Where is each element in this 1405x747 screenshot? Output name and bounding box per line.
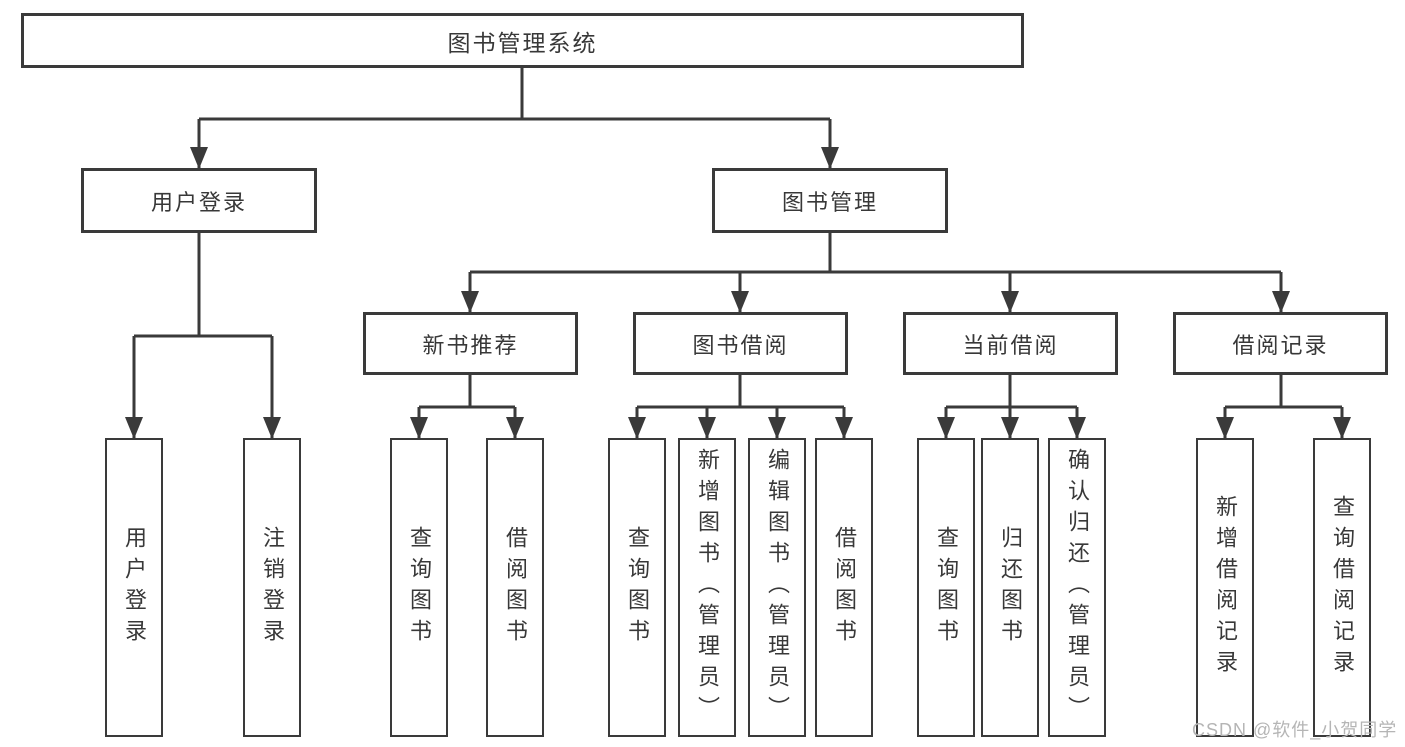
connector-arrows xyxy=(125,119,1351,439)
node-label: 用户登录 xyxy=(150,189,247,215)
node-book-management: 图书管理 xyxy=(712,168,948,233)
leaf-cb-return-books: 归还图书 xyxy=(981,438,1039,737)
leaf-cb-confirm-return-admin: 确认归还（管理员） xyxy=(1048,438,1106,737)
node-label: 用户登录 xyxy=(122,525,147,650)
node-label: 图书管理 xyxy=(781,189,878,215)
node-borrowing-records: 借阅记录 xyxy=(1173,312,1388,375)
node-label: 查询图书 xyxy=(934,525,959,650)
leaf-nbr-borrow-books: 借阅图书 xyxy=(486,438,544,737)
node-label: 图书借阅 xyxy=(692,332,789,358)
node-current-borrowing: 当前借阅 xyxy=(903,312,1118,375)
leaf-logout: 注销登录 xyxy=(243,438,301,737)
node-label: 当前借阅 xyxy=(962,332,1059,358)
node-label: 确认归还（管理员） xyxy=(1065,448,1090,727)
node-label: 新增图书（管理员） xyxy=(695,448,720,727)
leaf-cb-query-books: 查询图书 xyxy=(917,438,975,737)
csdn-watermark: CSDN @软件_小贺同学 xyxy=(1192,720,1398,740)
node-label: 新增借阅记录 xyxy=(1213,494,1238,681)
node-label: 查询借阅记录 xyxy=(1330,494,1355,681)
node-user-login: 用户登录 xyxy=(81,168,317,233)
node-label: 借阅图书 xyxy=(503,525,528,650)
node-label: 注销登录 xyxy=(260,525,285,650)
node-label: 借阅图书 xyxy=(832,525,857,650)
leaf-bb-add-books-admin: 新增图书（管理员） xyxy=(678,438,736,737)
node-new-book-recommend: 新书推荐 xyxy=(363,312,578,375)
node-label: 归还图书 xyxy=(998,525,1023,650)
node-label: 图书管理系统 xyxy=(447,29,598,56)
leaf-user-login: 用户登录 xyxy=(105,438,163,737)
node-label: 借阅记录 xyxy=(1232,332,1329,358)
node-book-borrowing: 图书借阅 xyxy=(633,312,848,375)
node-label: 新书推荐 xyxy=(422,332,519,358)
leaf-nbr-query-books: 查询图书 xyxy=(390,438,448,737)
leaf-br-add-record: 新增借阅记录 xyxy=(1196,438,1254,737)
node-label: 查询图书 xyxy=(407,525,432,650)
leaf-br-query-record: 查询借阅记录 xyxy=(1313,438,1371,737)
leaf-bb-borrow-books: 借阅图书 xyxy=(815,438,873,737)
leaf-bb-query-books: 查询图书 xyxy=(608,438,666,737)
node-label: 查询图书 xyxy=(625,525,650,650)
node-label: 编辑图书（管理员） xyxy=(765,448,790,727)
leaf-bb-edit-books-admin: 编辑图书（管理员） xyxy=(748,438,806,737)
node-book-management-system: 图书管理系统 xyxy=(21,13,1024,68)
